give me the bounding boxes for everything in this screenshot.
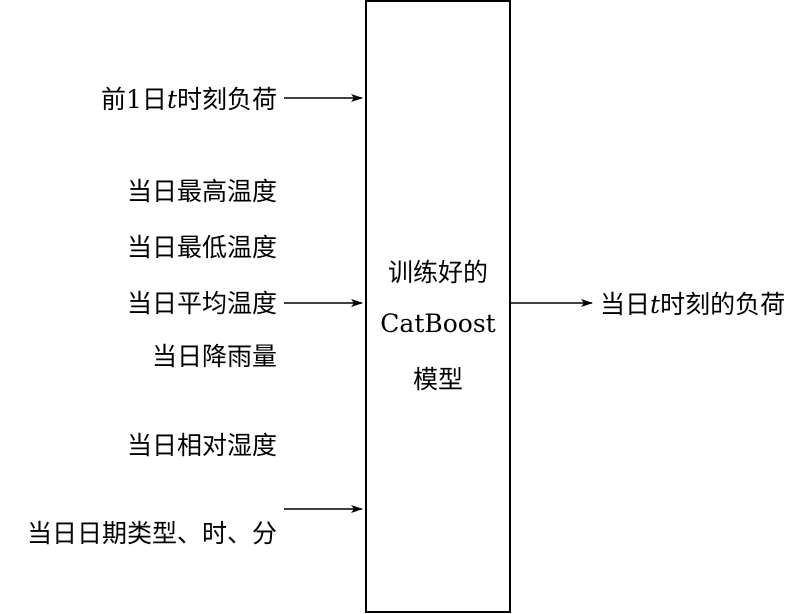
output-label: 当日t时刻的负荷 — [600, 290, 785, 320]
output-label-prefix: 当日 — [600, 290, 651, 319]
input-label-min-temp: 当日最低温度 — [126, 233, 277, 262]
output-label-var: t — [650, 290, 661, 319]
input-label-rainfall: 当日降雨量 — [151, 342, 277, 371]
input-label-max-temp: 当日最高温度 — [126, 177, 277, 206]
model-label-line-3: 模型 — [412, 365, 463, 394]
model-box — [365, 0, 511, 613]
input-label-humidity: 当日相对湿度 — [126, 431, 277, 460]
input-label-prev-day-load-var: t — [166, 85, 177, 114]
model-label-line-1: 训练好的 — [387, 258, 488, 287]
input-label-prev-day-load-suffix: 时刻负荷 — [176, 85, 277, 114]
input-label-prev-day-load: 前1日t时刻负荷 — [101, 85, 277, 115]
input-label-avg-temp: 当日平均温度 — [126, 289, 277, 318]
input-label-date-type: 当日日期类型、时、分 — [26, 519, 277, 548]
output-label-suffix: 时刻的负荷 — [660, 290, 786, 319]
model-label-line-2: CatBoost — [380, 309, 496, 338]
input-label-prev-day-load-prefix: 前1日 — [101, 85, 167, 114]
